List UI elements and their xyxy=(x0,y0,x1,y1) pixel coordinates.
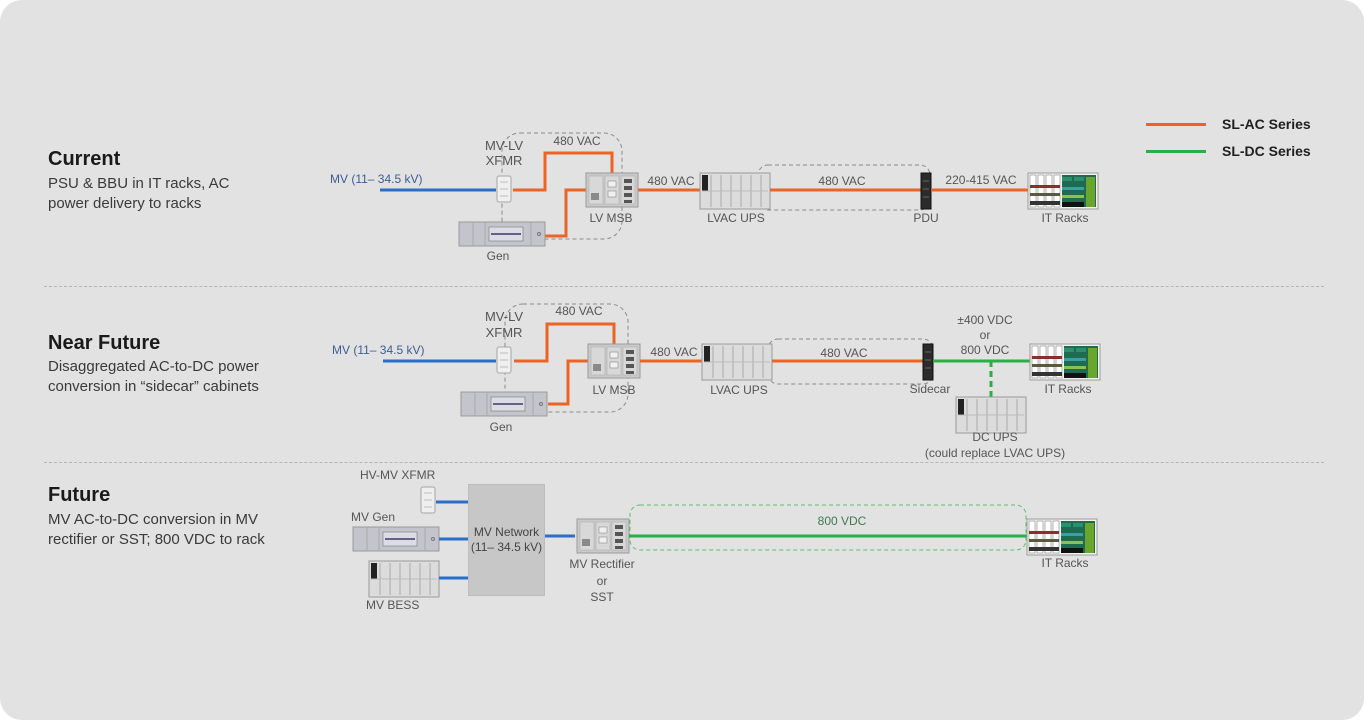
row-desc-line: Disaggregated AC-to-DC power xyxy=(48,358,259,375)
row-desc-near-future: Disaggregated AC-to-DC power conversion … xyxy=(48,357,308,397)
row-title-future: Future xyxy=(48,484,111,506)
lvac-ups-icon xyxy=(699,172,771,210)
lv-msb-label: LV MSB xyxy=(589,211,633,225)
xfmr-label: MV-LV xyxy=(484,138,524,153)
ups-sidecar-voltage-label: 480 VAC xyxy=(820,346,868,360)
mv-network-box: MV Network (11– 34.5 kV) xyxy=(468,484,545,596)
ups-pdu-voltage-label: 480 VAC xyxy=(818,174,866,188)
it-racks-icon xyxy=(1029,343,1101,381)
row-desc-line: PSU & BBU in IT racks, AC xyxy=(48,175,230,192)
generator-icon xyxy=(458,221,546,247)
row-divider xyxy=(44,462,1324,463)
row-desc-line: conversion in “sidecar” cabinets xyxy=(48,378,259,395)
msb-ups-voltage-label: 480 VAC xyxy=(650,345,698,359)
legend-swatch-dc xyxy=(1146,149,1206,153)
mv-rectifier-icon xyxy=(576,518,630,554)
legend-item-sl-ac: SL-AC Series xyxy=(1146,116,1311,132)
hv-mv-xfmr-label: HV-MV XFMR xyxy=(360,468,436,482)
lv-msb-label: LV MSB xyxy=(592,383,636,397)
dc-voltage-label-or: or xyxy=(979,328,991,342)
gen-label: Gen xyxy=(486,249,510,263)
dc-voltage-label: ±400 VDC xyxy=(957,313,1013,327)
dc-ups-note: (could replace LVAC UPS) xyxy=(924,446,1066,460)
it-racks-icon xyxy=(1027,172,1099,210)
hv-mv-xfmr-icon xyxy=(420,486,436,514)
row-title-current: Current xyxy=(48,148,121,170)
ac-line-xfmr-msb xyxy=(513,151,614,192)
row-desc-line: MV AC-to-DC conversion in MV xyxy=(48,511,259,528)
legend-swatch-ac xyxy=(1146,122,1206,126)
mv-voltage-label: MV (11– 34.5 kV) xyxy=(330,172,423,186)
legend-label-dc: SL-DC Series xyxy=(1222,143,1311,159)
loop-voltage-label: 480 VAC xyxy=(555,304,603,318)
mv-bess-label: MV BESS xyxy=(366,598,420,612)
row-divider xyxy=(44,286,1324,287)
msb-ups-voltage-label: 480 VAC xyxy=(647,174,695,188)
lv-msb-icon xyxy=(587,343,641,379)
xfmr-label: XFMR xyxy=(485,153,523,168)
generator-icon xyxy=(460,391,548,417)
it-racks-label: IT Racks xyxy=(1041,211,1089,225)
row-desc-line: rectifier or SST; 800 VDC to rack xyxy=(48,531,265,548)
mv-network-range: (11– 34.5 kV) xyxy=(470,540,543,554)
dc-dashed-box xyxy=(629,504,1027,551)
ac-line-gen-msb xyxy=(548,359,590,406)
it-racks-icon xyxy=(1026,518,1098,556)
lv-msb-icon xyxy=(585,172,639,208)
dc-ups-icon xyxy=(955,396,1027,434)
ac-line-xfmr-msb xyxy=(514,322,616,363)
it-racks-label: IT Racks xyxy=(1044,382,1092,396)
mv-lv-xfmr-icon xyxy=(496,175,512,203)
row-title-near-future: Near Future xyxy=(48,332,161,354)
dc-voltage-label-alt: 800 VDC xyxy=(960,343,1010,357)
mv-lv-xfmr-icon xyxy=(496,346,512,374)
lvac-ups-label: LVAC UPS xyxy=(707,211,765,225)
legend-label-ac: SL-AC Series xyxy=(1222,116,1311,132)
dc-ups-label: DC UPS xyxy=(972,430,1018,444)
sst-label: SST xyxy=(590,590,614,604)
xfmr-label: MV-LV xyxy=(484,309,524,324)
mv-generator-icon xyxy=(352,526,440,552)
row-desc-current: PSU & BBU in IT racks, AC power delivery… xyxy=(48,174,308,214)
pdu-icon xyxy=(920,172,932,210)
loop-voltage-label: 480 VAC xyxy=(553,134,601,148)
row-desc-line: power delivery to racks xyxy=(48,195,202,212)
row-desc-future: MV AC-to-DC conversion in MV rectifier o… xyxy=(48,510,308,550)
lvac-ups-label: LVAC UPS xyxy=(710,383,768,397)
mv-gen-label: MV Gen xyxy=(351,510,396,524)
mv-network-label: MV Network xyxy=(473,525,540,539)
dc-voltage-label: 800 VDC xyxy=(817,514,867,528)
mv-rectifier-label: MV Rectifier xyxy=(569,557,635,571)
ac-line-gen-msb xyxy=(540,188,588,238)
pdu-label: PDU xyxy=(913,211,939,225)
mv-rectifier-or: or xyxy=(596,574,608,588)
lvac-ups-icon xyxy=(701,343,773,381)
it-racks-label: IT Racks xyxy=(1041,556,1089,570)
mv-voltage-label: MV (11– 34.5 kV) xyxy=(332,343,425,357)
xfmr-label: XFMR xyxy=(485,325,523,340)
legend-item-sl-dc: SL-DC Series xyxy=(1146,143,1311,159)
pdu-racks-voltage-label: 220-415 VAC xyxy=(945,173,1017,187)
sidecar-icon xyxy=(922,343,934,381)
sidecar-label: Sidecar xyxy=(909,382,951,396)
mv-bess-icon xyxy=(368,560,440,598)
gen-label: Gen xyxy=(489,420,513,434)
